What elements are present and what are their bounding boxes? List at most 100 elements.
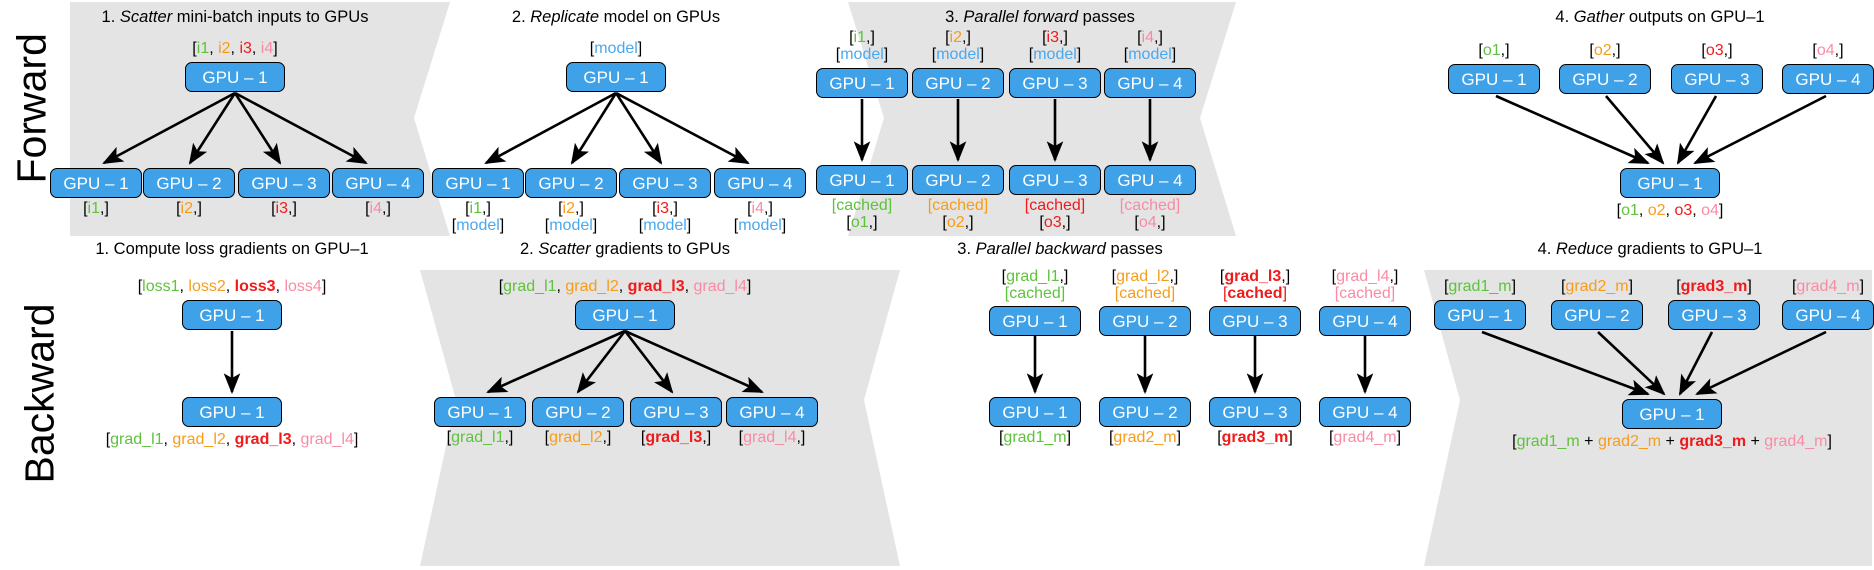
backward-p2-child-label-1: [grad_l1,] — [447, 429, 514, 447]
label-run: [ — [1024, 197, 1030, 214]
label-run: o4 — [1701, 202, 1719, 219]
label-run: grad4_m — [1333, 429, 1397, 446]
label-run: ,] — [796, 429, 806, 446]
forward-p4-src-gpu-3[interactable]: GPU – 3 — [1671, 64, 1763, 94]
forward-p1-child-gpu-2[interactable]: GPU – 2 — [143, 168, 235, 198]
label-run: ] — [979, 46, 985, 63]
forward-p2-child-gpu-1[interactable]: GPU – 1 — [432, 168, 524, 198]
title-emphasis: Gather — [1573, 8, 1625, 26]
backward-p3-col2-top-gpu[interactable]: GPU – 2 — [1099, 306, 1191, 336]
label-run: ,] — [1723, 42, 1733, 59]
label-run: ] — [1718, 202, 1724, 219]
label-run: [ — [1328, 429, 1334, 446]
label-run: ] — [1080, 197, 1086, 214]
label-run: i4 — [369, 200, 383, 217]
label-run: ] — [1176, 429, 1182, 446]
forward-p4-target-gpu[interactable]: GPU – 1 — [1620, 168, 1720, 198]
label-run: grad4_m — [1764, 433, 1828, 450]
forward-p3-col1-bottom-gpu[interactable]: GPU – 1 — [816, 165, 908, 195]
forward-p3-col2-bottom-gpu[interactable]: GPU – 2 — [912, 165, 1004, 195]
forward-p3-col2-top-gpu[interactable]: GPU – 2 — [912, 68, 1004, 98]
backward-p4-src-gpu-4[interactable]: GPU – 4 — [1782, 300, 1874, 330]
label-run: [ — [1219, 268, 1225, 285]
band-label-backward: Backward — [16, 303, 63, 484]
forward-p4-src-gpu-4[interactable]: GPU – 4 — [1782, 64, 1874, 94]
label-run: [ — [176, 200, 181, 217]
label-run: ,] — [482, 200, 491, 217]
backward-p3-col3-top-gpu[interactable]: GPU – 3 — [1209, 306, 1301, 336]
forward-p3-col4-bottom-gpu[interactable]: GPU – 4 — [1104, 165, 1196, 195]
label-run: ] — [883, 46, 889, 63]
forward-p1-root-gpu[interactable]: GPU – 1 — [185, 62, 285, 92]
backward-p1-bottom-gpu[interactable]: GPU – 1 — [182, 397, 282, 427]
forward-p3-col3-top-gpu[interactable]: GPU – 3 — [1009, 68, 1101, 98]
forward-p4-src-gpu-1[interactable]: GPU – 1 — [1448, 64, 1540, 94]
label-run: , — [179, 278, 189, 295]
label-run: model — [643, 217, 687, 234]
label-run: ] — [1171, 46, 1177, 63]
forward-p2-child-label-2a: [i2,] — [558, 200, 584, 218]
label-run: [ — [1560, 278, 1566, 295]
label-run: [ — [638, 217, 644, 234]
label-run: [ — [544, 217, 550, 234]
label-run: [ — [942, 214, 947, 231]
label-run: [ — [733, 217, 739, 234]
backward-p3-col1-bottom-gpu[interactable]: GPU – 1 — [989, 397, 1081, 427]
backward-p3-col4-bottom-gpu[interactable]: GPU – 4 — [1319, 397, 1411, 427]
backward-p4-src-gpu-2[interactable]: GPU – 2 — [1551, 300, 1643, 330]
backward-p1-top-gpu[interactable]: GPU – 1 — [182, 300, 282, 330]
forward-p3-col4-top-gpu[interactable]: GPU – 4 — [1104, 68, 1196, 98]
backward-p2-child-gpu-1[interactable]: GPU – 1 — [434, 397, 526, 427]
forward-p1-child-gpu-4[interactable]: GPU – 4 — [332, 168, 424, 198]
label-run: [ — [1137, 29, 1142, 46]
backward-p3-col3-bottom-gpu[interactable]: GPU – 3 — [1209, 397, 1301, 427]
backward-p2-child-gpu-3[interactable]: GPU – 3 — [630, 397, 722, 427]
title-emphasis: Parallel backward — [975, 240, 1106, 258]
forward-p4-src-gpu-2[interactable]: GPU – 2 — [1559, 64, 1651, 94]
label-run: ] — [1170, 285, 1176, 302]
label-run: [ — [451, 217, 457, 234]
label-run: ,] — [504, 429, 514, 446]
forward-p2-root-gpu[interactable]: GPU – 1 — [566, 62, 666, 92]
forward-p2-child-gpu-4[interactable]: GPU – 4 — [714, 168, 806, 198]
forward-p2-child-label-4a: [i4,] — [747, 200, 773, 218]
label-run: ] — [1396, 429, 1402, 446]
forward-p3-col2-top-label-b: [model] — [932, 46, 984, 64]
label-run: i2 — [562, 200, 576, 217]
label-run: , — [556, 278, 566, 295]
forward-p1-child-gpu-3[interactable]: GPU – 3 — [238, 168, 330, 198]
backward-p2-child-gpu-2[interactable]: GPU – 2 — [532, 397, 624, 427]
label-run: grad_l2 — [549, 429, 603, 446]
backward-p2-top-gpu[interactable]: GPU – 1 — [575, 300, 675, 330]
forward-p1-child-label-3: [i3,] — [271, 200, 297, 218]
backward-panel-1-title: 1. Compute loss gradients on GPU–1 — [95, 240, 369, 258]
backward-p3-col1-top-gpu[interactable]: GPU – 1 — [989, 306, 1081, 336]
label-run: , — [209, 40, 219, 57]
forward-p2-child-gpu-2[interactable]: GPU – 2 — [525, 168, 617, 198]
label-run: ,] — [1059, 268, 1069, 285]
backward-p4-target-gpu[interactable]: GPU – 1 — [1622, 399, 1722, 429]
label-run: i4 — [260, 40, 274, 57]
backward-p3-col4-top-gpu[interactable]: GPU – 4 — [1319, 306, 1411, 336]
forward-p3-col1-top-label-b: [model] — [836, 46, 888, 64]
label-run: ] — [1390, 285, 1396, 302]
backward-p4-target-label: [grad1_m + grad2_m + grad3_m + grad4_m] — [1512, 433, 1832, 451]
label-run: ] — [273, 40, 278, 57]
label-run: [ — [1042, 29, 1047, 46]
backward-panel-2-title: 2. Scatter gradients to GPUs — [520, 240, 730, 259]
label-run: [ — [849, 29, 854, 46]
backward-p4-src-gpu-3[interactable]: GPU – 3 — [1668, 300, 1760, 330]
forward-p3-col1-top-label-a: [i1,] — [849, 29, 875, 47]
forward-p1-child-gpu-1[interactable]: GPU – 1 — [50, 168, 142, 198]
label-run: i2 — [180, 200, 194, 217]
label-run: ] — [499, 217, 505, 234]
backward-p2-child-gpu-4[interactable]: GPU – 4 — [726, 397, 818, 427]
forward-p2-child-gpu-3[interactable]: GPU – 3 — [619, 168, 711, 198]
forward-p3-col1-top-gpu[interactable]: GPU – 1 — [816, 68, 908, 98]
forward-panel-1-title: 1. Scatter mini-batch inputs to GPUs — [102, 8, 369, 27]
label-run: i4 — [751, 200, 765, 217]
backward-p4-src-gpu-1[interactable]: GPU – 1 — [1434, 300, 1526, 330]
label-run: grad_l3 — [1224, 268, 1282, 285]
backward-p3-col2-bottom-gpu[interactable]: GPU – 2 — [1099, 397, 1191, 427]
forward-p3-col3-bottom-gpu[interactable]: GPU – 3 — [1009, 165, 1101, 195]
